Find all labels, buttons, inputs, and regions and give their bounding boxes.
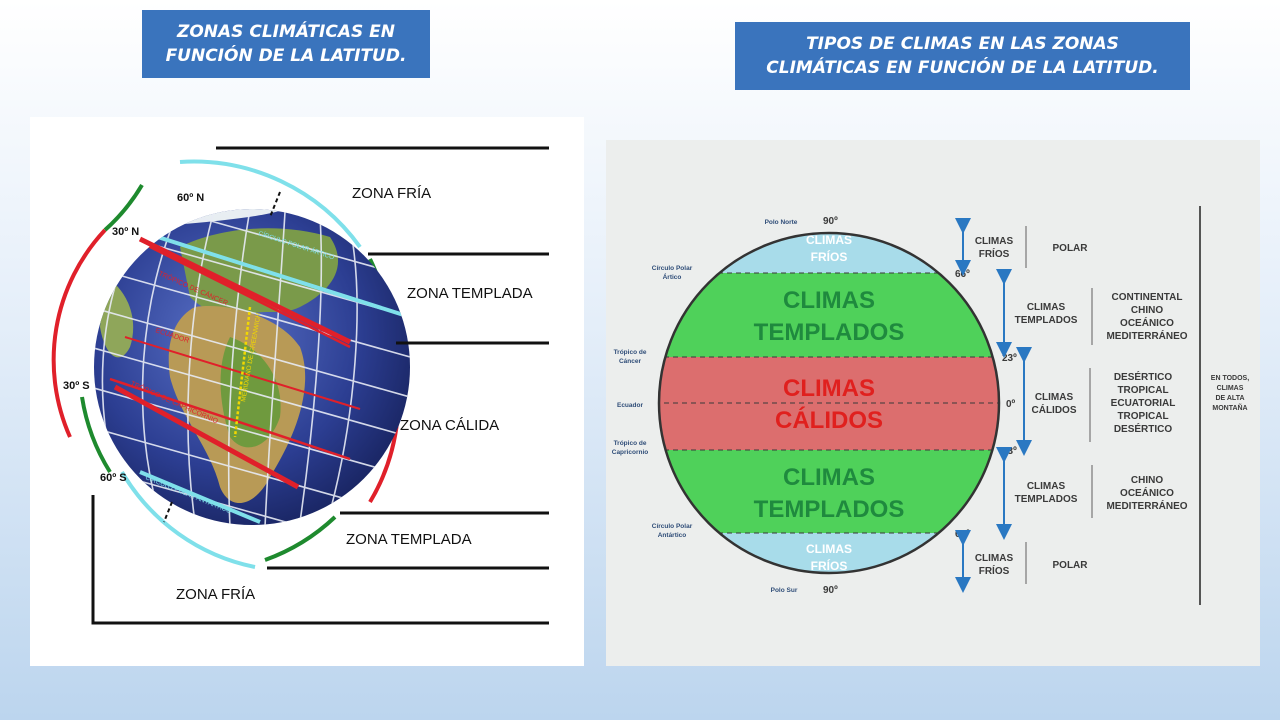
tropic-cancer-line [138, 236, 352, 345]
latitude-60s: 60º S [100, 472, 127, 484]
title-left: ZONAS CLIMÁTICAS EN FUNCIÓN DE LA LATITU… [142, 10, 430, 78]
type-mediterraneo-north: MEDITERRÁNEO [1106, 329, 1187, 342]
band-label-templados-north-2: TEMPLADOS [754, 319, 905, 346]
type-tropical-2: TROPICAL [1117, 411, 1168, 422]
group-5-label-1: CLIMAS [975, 553, 1014, 564]
group-3-label-1: CLIMAS [1035, 392, 1074, 403]
label-tropico-capricornio-2: Capricornio [612, 449, 649, 456]
label-polo-norte: Polo Norte [765, 219, 798, 226]
label-circulo-antartico-2: Antártico [658, 532, 687, 539]
type-chino-north: CHINO [1131, 305, 1163, 316]
degree-23n: 23º [1002, 353, 1017, 364]
zones-diagram-panel: TRÓPICO DE CÁNCER ECUADOR TRÓPICO DE CAP… [30, 117, 584, 666]
band-label-calidos-1: CLIMAS [783, 375, 875, 402]
type-ecuatorial: ECUATORIAL [1111, 398, 1176, 409]
temperate-arc-left-south [80, 396, 112, 474]
label-circulo-antartico-1: Círculo Polar [652, 523, 693, 530]
latitude-30n: 30º N [112, 226, 139, 238]
group-4-label-2: TEMPLADOS [1015, 494, 1078, 505]
type-oceanico-south: OCEÁNICO [1120, 486, 1174, 499]
tropic-capricorn-line [113, 384, 300, 490]
type-chino-south: CHINO [1131, 475, 1163, 486]
title-right-line-2: CLIMÁTICAS EN FUNCIÓN DE LA LATITUD. [766, 58, 1159, 78]
title-right: TIPOS DE CLIMAS EN LAS ZONAS CLIMÁTICAS … [735, 22, 1190, 90]
zones-diagram: TRÓPICO DE CÁNCER ECUADOR TRÓPICO DE CAP… [51, 146, 549, 625]
zone-label-templada-south: ZONA TEMPLADA [346, 531, 472, 548]
band-temperate-north [659, 273, 999, 357]
band-label-templados-south-1: CLIMAS [783, 464, 875, 491]
group-5-label-2: FRÍOS [979, 564, 1010, 577]
zone-label-fria-south: ZONA FRÍA [176, 586, 255, 603]
zone-label-calida: ZONA CÁLIDA [400, 417, 499, 434]
group-2-label-2: TEMPLADOS [1015, 315, 1078, 326]
group-2-label-1: CLIMAS [1027, 302, 1066, 313]
label-ecuador: Ecuador [617, 402, 643, 409]
label-tropico-cancer-2: Cáncer [619, 358, 642, 365]
mountain-note-1: EN TODOS, [1211, 375, 1249, 382]
type-continental: CONTINENTAL [1112, 292, 1183, 303]
cold-arc-north [179, 159, 362, 249]
cold-arc-south [120, 470, 256, 569]
title-right-line-1: TIPOS DE CLIMAS EN LAS ZONAS [806, 34, 1119, 54]
type-mediterraneo-south: MEDITERRÁNEO [1106, 499, 1187, 512]
title-left-line-2: FUNCIÓN DE LA LATITUD. [165, 46, 407, 66]
group-4-label-1: CLIMAS [1027, 481, 1066, 492]
label-tropico-cancer-1: Trópico de [614, 349, 647, 356]
band-label-frios-north-1: CLIMAS [806, 233, 852, 247]
type-polar-north: POLAR [1053, 243, 1089, 254]
latitude-30s: 30º S [63, 380, 90, 392]
temperate-arc-left-north [103, 183, 144, 232]
title-left-line-1: ZONAS CLIMÁTICAS EN [177, 22, 395, 42]
axis-north [269, 191, 281, 218]
band-temperate-south [659, 450, 999, 533]
band-label-templados-south-2: TEMPLADOS [754, 496, 905, 523]
mountain-note-4: MONTAÑA [1212, 403, 1247, 412]
warm-zone-arc-left [51, 228, 107, 438]
boundary-line-6 [91, 495, 549, 625]
group-1-label-1: CLIMAS [975, 236, 1014, 247]
group-3-label-2: CÁLIDOS [1032, 403, 1077, 416]
zone-label-templada-north: ZONA TEMPLADA [407, 285, 533, 302]
climate-types-panel: CLIMAS FRÍOS CLIMAS TEMPLADOS CLIMAS CÁL… [606, 140, 1260, 666]
label-circulo-artico-2: Ártico [663, 272, 682, 281]
globe-outline [657, 231, 1001, 575]
degree-90n: 90º [823, 216, 838, 227]
type-polar-south: POLAR [1053, 560, 1089, 571]
degree-66n: 66º [955, 269, 970, 280]
climate-types-diagram: CLIMAS FRÍOS CLIMAS TEMPLADOS CLIMAS CÁL… [612, 206, 1249, 605]
zone-label-fria-north: ZONA FRÍA [352, 185, 431, 202]
type-desertico-2: DESÉRTICO [1114, 422, 1173, 435]
band-label-frios-south-1: CLIMAS [806, 542, 852, 556]
label-polo-sur: Polo Sur [771, 587, 798, 594]
type-desertico-1: DESÉRTICO [1114, 370, 1173, 383]
label-tropico-capricornio-1: Trópico de [614, 440, 647, 447]
band-label-frios-north-2: FRÍOS [811, 249, 848, 264]
degree-0: 0º [1006, 399, 1016, 410]
latitude-60n: 60º N [177, 192, 204, 204]
type-oceanico-north: OCEÁNICO [1120, 316, 1174, 329]
band-label-frios-south-2: FRÍOS [811, 558, 848, 573]
type-tropical-1: TROPICAL [1117, 385, 1168, 396]
axis-south [163, 501, 173, 523]
mountain-note-2: CLIMAS [1217, 385, 1244, 392]
band-label-templados-north-1: CLIMAS [783, 287, 875, 314]
label-circulo-artico-1: Círculo Polar [652, 265, 693, 272]
temperate-arc-right-south [264, 515, 337, 562]
group-1-label-2: FRÍOS [979, 247, 1010, 260]
globe: TRÓPICO DE CÁNCER ECUADOR TRÓPICO DE CAP… [94, 191, 410, 525]
band-label-calidos-2: CÁLIDOS [775, 406, 883, 434]
degree-90s: 90º [823, 585, 838, 596]
mountain-note-3: DE ALTA [1215, 395, 1244, 402]
